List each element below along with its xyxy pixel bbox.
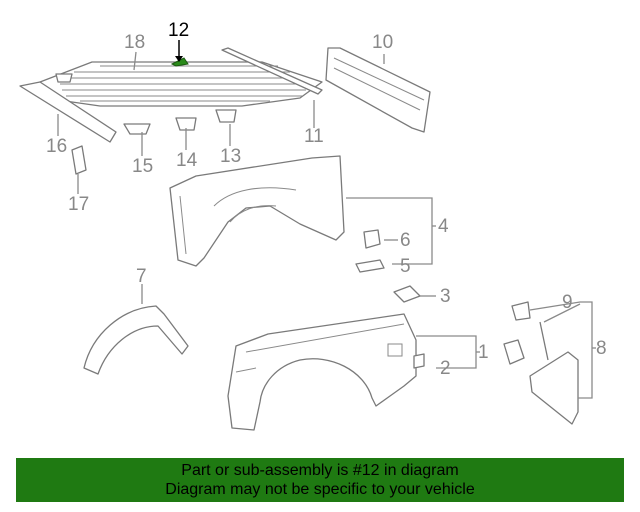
callout-10: 10: [372, 32, 393, 53]
fuel-door-bracket: [511, 301, 531, 321]
callout-16: 16: [46, 136, 67, 157]
callout-9: 9: [562, 292, 573, 313]
parts-diagram: 1 2 3 4 5 6 7 8 9 10 11 12 13 14 15 16 1…: [19, 20, 607, 431]
callout-17: 17: [68, 194, 89, 215]
callout-13: 13: [220, 146, 241, 167]
callout-6: 6: [400, 230, 411, 251]
bracket-5: [355, 259, 385, 273]
fuel-door-rod: [539, 321, 549, 361]
bed-bracket-17: [71, 145, 87, 175]
callout-15: 15: [132, 156, 153, 177]
callout-3: 3: [440, 286, 451, 307]
fuel-door-hinge: [503, 339, 525, 365]
callout-8: 8: [596, 338, 607, 359]
callout-11: 11: [304, 126, 324, 147]
callout-7: 7: [136, 266, 147, 287]
outer-side-panel: [227, 313, 417, 431]
lamp-2: [413, 353, 425, 369]
floor-supports: [55, 73, 237, 135]
callout-12: 12: [168, 20, 189, 41]
front-panel: [325, 47, 431, 133]
callouts: 1 2 3 4 5 6 7 8 9 10 11 12 13 14 15 16 1…: [46, 20, 607, 379]
side-rail: [221, 47, 323, 95]
banner-line-part: Part or sub-assembly is #12 in diagram: [181, 462, 459, 479]
inner-side-panel: [169, 155, 345, 267]
callout-18: 18: [124, 32, 145, 53]
bracket-6: [363, 229, 381, 249]
bracket-3: [393, 285, 421, 303]
callout-4: 4: [438, 216, 449, 237]
callout-5: 5: [400, 256, 411, 277]
callout-14: 14: [176, 150, 198, 171]
callout-2: 2: [440, 358, 451, 379]
fuel-door: [529, 351, 579, 425]
callout-1: 1: [478, 342, 489, 363]
wheelhouse: [83, 305, 189, 375]
info-banner: Part or sub-assembly is #12 in diagram D…: [16, 458, 624, 502]
banner-line-disclaimer: Diagram may not be specific to your vehi…: [165, 481, 475, 498]
front-crossmember: [19, 81, 117, 143]
leader-lines: [57, 40, 596, 399]
bed-floor: [39, 61, 323, 107]
